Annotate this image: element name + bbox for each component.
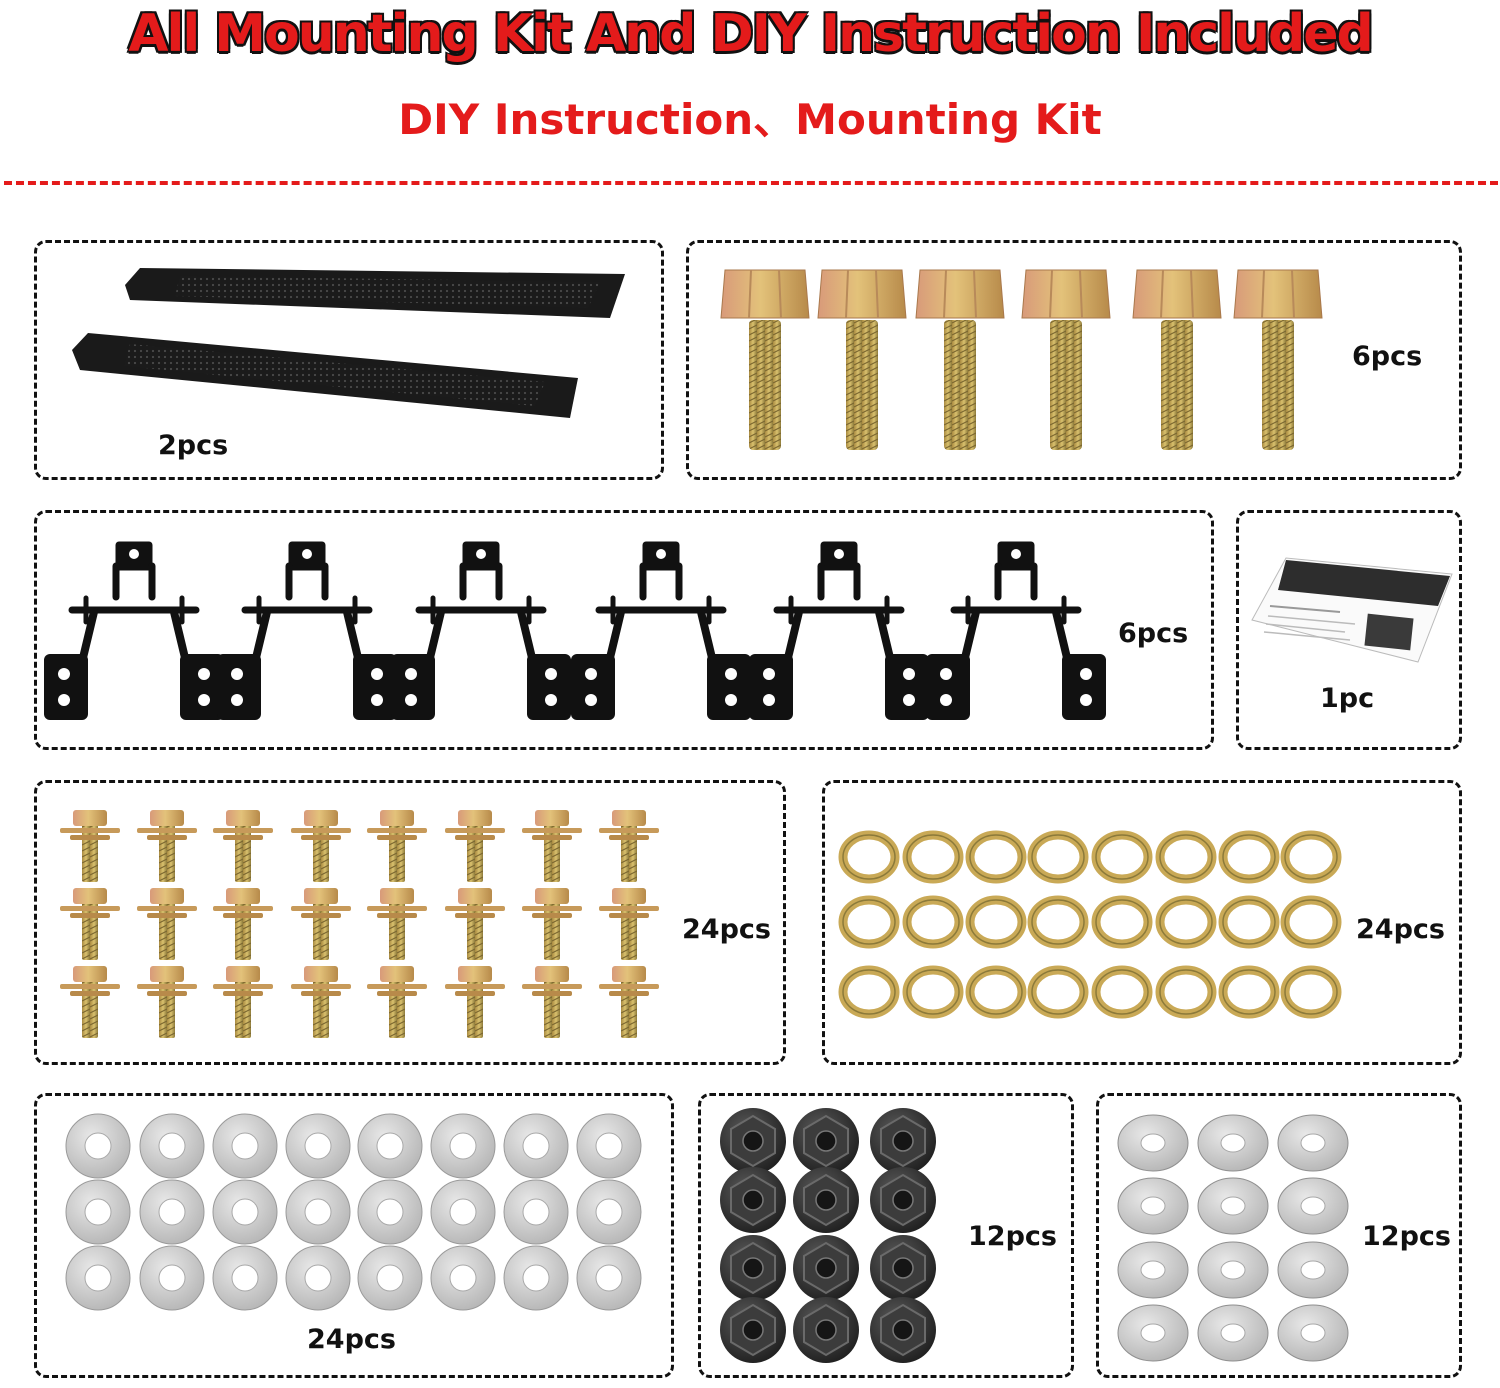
washer-bolt-image — [60, 810, 659, 1038]
panel-large-washers — [1096, 1093, 1462, 1378]
page-subtitle: DIY Instruction、Mounting Kit — [398, 95, 1102, 144]
panel-instruction-sheet — [1236, 510, 1462, 750]
panel-washer-bolts — [34, 780, 786, 1065]
lock-washer-image — [843, 835, 1337, 1014]
page-title: All Mounting Kit And DIY Instruction Inc… — [128, 4, 1373, 64]
panel-step-bars — [34, 240, 664, 480]
large-washers-quantity: 12pcs — [1362, 1221, 1451, 1252]
flat-washer-image — [65, 1113, 642, 1311]
panel-hex-bolts — [686, 240, 1462, 480]
brackets-quantity: 6pcs — [1118, 618, 1189, 649]
hex-bolt-image — [720, 269, 1323, 451]
panel-brackets — [34, 510, 1214, 750]
step-bar-image — [72, 268, 625, 418]
bracket-image — [44, 542, 1106, 720]
section-divider — [4, 181, 1498, 185]
flange-nut-image — [719, 1107, 937, 1364]
washer-bolts-quantity: 24pcs — [682, 914, 771, 945]
instruction-sheet-quantity: 1pc — [1320, 683, 1375, 714]
flat-washers-quantity: 24pcs — [307, 1324, 396, 1355]
lock-washers-quantity: 24pcs — [1356, 914, 1445, 945]
flange-nuts-quantity: 12pcs — [968, 1221, 1057, 1252]
hex-bolts-quantity: 6pcs — [1352, 341, 1423, 372]
instruction-sheet-image — [1251, 557, 1453, 663]
panel-flat-washers — [34, 1093, 674, 1378]
panel-lock-washers — [822, 780, 1462, 1065]
panel-flange-nuts — [698, 1093, 1074, 1378]
large-washer-image — [1117, 1114, 1349, 1362]
step-bars-quantity: 2pcs — [158, 430, 229, 461]
